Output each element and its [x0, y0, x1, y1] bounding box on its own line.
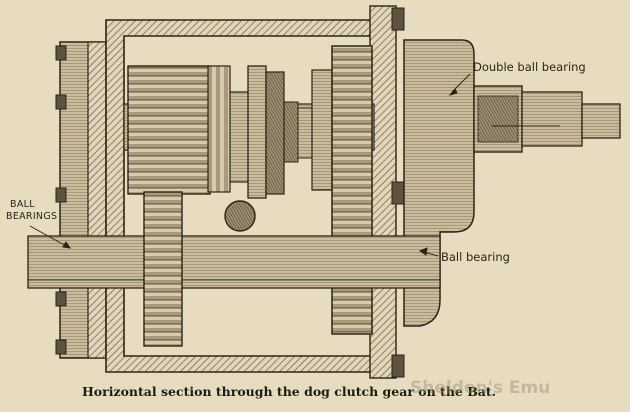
- output-shaft: [473, 85, 621, 153]
- left-casing-wall: [55, 41, 107, 359]
- label-ball-bearings-line2: BEARINGS: [6, 211, 58, 222]
- selector-pin: [224, 200, 256, 232]
- second-gear: [331, 45, 373, 335]
- layshaft-gear: [143, 191, 183, 347]
- layshaft: [27, 235, 441, 289]
- dog-clutch: [247, 65, 333, 199]
- figure-caption: Horizontal section through the dog clutc…: [82, 384, 497, 399]
- leader-lines: [29, 73, 471, 257]
- first-gear: [127, 65, 231, 195]
- label-ball-bearings-line1: BALL: [10, 199, 35, 210]
- label-ball-bearing: Ball bearing: [441, 250, 510, 264]
- watermark: Sheldon's Emu: [410, 378, 551, 398]
- label-double-ball-bearing: Double ball bearing: [473, 60, 586, 74]
